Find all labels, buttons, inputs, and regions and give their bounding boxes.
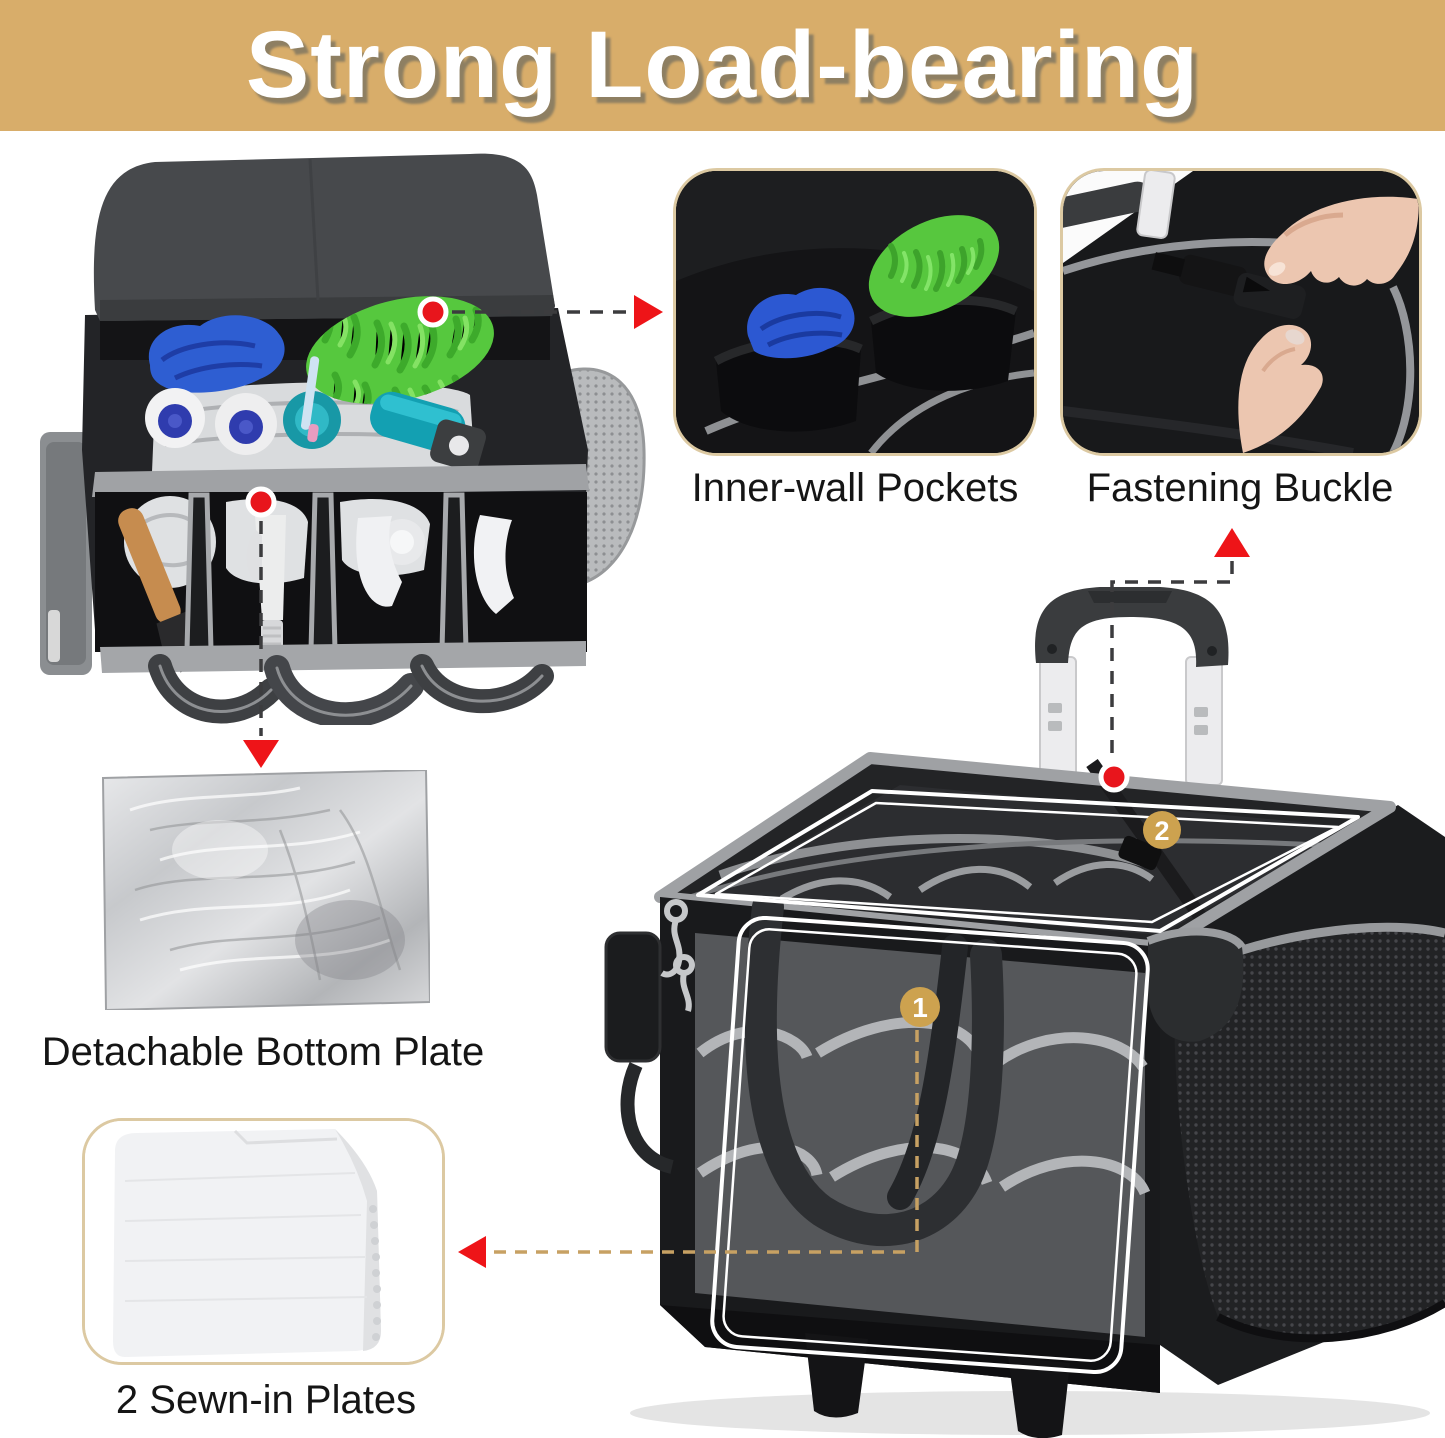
fastening-buckle-label: Fastening Buckle bbox=[1086, 466, 1394, 510]
rolling-caddy-photo bbox=[600, 545, 1445, 1438]
fastening-buckle-illustration bbox=[1063, 171, 1419, 453]
bottom-plate-illustration bbox=[101, 768, 432, 1012]
rolling-caddy-illustration bbox=[604, 587, 1445, 1438]
inner-wall-pockets-illustration bbox=[676, 171, 1034, 453]
open-bag-illustration bbox=[40, 153, 646, 729]
open-bag-photo bbox=[40, 150, 650, 729]
sewn-plates-illustration bbox=[85, 1121, 442, 1362]
sewn-plates-photo bbox=[82, 1118, 445, 1365]
sewn-plates-label: 2 Sewn-in Plates bbox=[115, 1378, 417, 1422]
arrow-left-icon bbox=[458, 1236, 486, 1268]
page-title: Strong Load-bearing bbox=[245, 12, 1200, 118]
arrow-down-icon bbox=[243, 740, 279, 768]
bottom-plate-photo bbox=[100, 768, 432, 1012]
fastening-buckle-photo bbox=[1060, 168, 1422, 456]
bottom-plate-label: Detachable Bottom Plate bbox=[41, 1030, 485, 1074]
title-banner: Strong Load-bearing bbox=[0, 0, 1445, 131]
inner-wall-pockets-label: Inner-wall Pockets bbox=[691, 466, 1019, 510]
inner-wall-pockets-photo bbox=[673, 168, 1037, 456]
